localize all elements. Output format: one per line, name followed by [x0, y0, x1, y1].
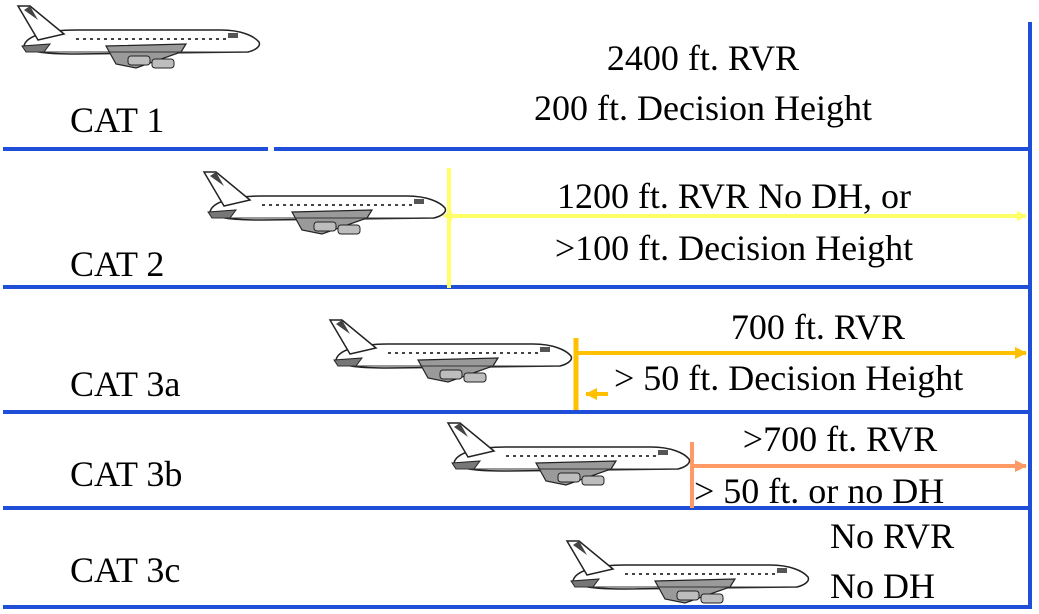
cat1-label: CAT 1 — [70, 100, 165, 140]
airplane-icon — [447, 422, 691, 486]
cat3c-rvr: No RVR — [830, 516, 955, 556]
cat2-dh: >100 ft. Decision Height — [554, 228, 914, 268]
cat3b-rvr: >700 ft. RVR — [742, 419, 938, 459]
airplane-icon — [329, 319, 573, 383]
cat3c-dh: No DH — [830, 566, 935, 606]
airplane-icon — [17, 5, 261, 69]
airplane-icon — [203, 171, 447, 235]
cat2-label: CAT 2 — [70, 244, 165, 284]
cat1-rvr: 2400 ft. RVR — [606, 38, 800, 78]
cat3b-markers — [690, 442, 1027, 508]
cat1-dh: 200 ft. Decision Height — [534, 88, 872, 128]
airplane-icon — [566, 540, 810, 604]
cat3a-rvr: 700 ft. RVR — [730, 307, 906, 347]
cat2-rvr: 1200 ft. RVR No DH, or — [556, 176, 912, 216]
cat3a-markers — [573, 338, 1027, 410]
cat3a-dh: > 50 ft. Decision Height — [614, 358, 964, 398]
cat2-markers — [442, 168, 1027, 288]
cat3a-label: CAT 3a — [70, 364, 181, 404]
cat3b-dh: > 50 ft. or no DH — [694, 471, 945, 511]
cat3c-label: CAT 3c — [70, 550, 181, 590]
cat3b-label: CAT 3b — [70, 454, 183, 494]
row-separators — [3, 147, 1030, 609]
